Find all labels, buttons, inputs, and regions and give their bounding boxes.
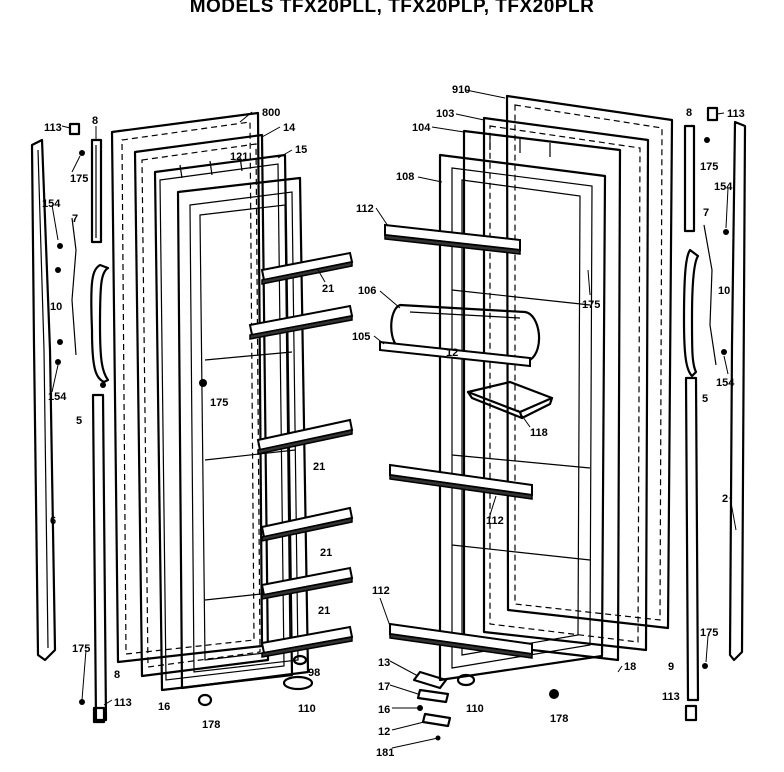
callout-175-bl: 175 (72, 643, 90, 655)
callout-14: 14 (283, 122, 296, 134)
callout-154-tr: 154 (714, 181, 733, 193)
callout-175-tl: 175 (70, 173, 88, 185)
callout-110-l: 110 (298, 703, 316, 715)
fresh-food-door-outer-panel (505, 94, 674, 630)
callout-16-m: 16 (378, 704, 390, 716)
callout-112-c: 112 (372, 585, 390, 597)
callout-12: 12 (378, 726, 390, 738)
door-trim-strip-right (728, 120, 747, 662)
callout-112-a: 112 (356, 203, 374, 215)
callout-121: 121 (230, 151, 248, 163)
door-shelf-left-6 (260, 625, 354, 658)
callout-7-r: 7 (703, 207, 709, 219)
door-stop-bar-top-left (90, 138, 103, 244)
door-shelf-left-4 (260, 506, 354, 542)
callout-12-shelf: 12 (446, 347, 458, 359)
callout-6: 6 (50, 515, 56, 527)
door-stop-bar-bottom-right (684, 376, 708, 722)
callout-154-tl: 154 (42, 198, 61, 210)
door-shelf-right-3 (389, 622, 533, 659)
callout-5-l: 5 (76, 415, 82, 427)
callout-21-b: 21 (313, 461, 325, 473)
callout-106: 106 (358, 285, 376, 297)
door-shelf-left-2 (248, 304, 354, 340)
callout-175-r: 175 (582, 299, 600, 311)
callout-13: 13 (378, 657, 390, 669)
callout-105: 105 (352, 331, 370, 343)
callout-8-tl: 8 (92, 115, 98, 127)
callout-5-r: 5 (702, 393, 708, 405)
callout-21-c: 21 (320, 547, 332, 559)
diagram-title: MODELS TFX20PLL, TFX20PLP, TFX20PLR (189, 0, 595, 17)
door-handle-right (682, 106, 729, 378)
callout-113-tr: 113 (727, 108, 745, 120)
fresh-food-door-inner-liner (438, 153, 607, 682)
callout-108: 108 (396, 171, 414, 183)
callout-154-bl: 154 (48, 391, 67, 403)
butter-tray (466, 380, 554, 420)
callout-178-r: 178 (550, 713, 568, 725)
callout-8-bl: 8 (114, 669, 120, 681)
door-shelf-left-3 (256, 418, 354, 455)
callout-175-tr: 175 (700, 161, 718, 173)
callout-800: 800 (262, 107, 280, 119)
door-shelf-left-1 (260, 251, 354, 285)
callout-2: 2 (722, 493, 728, 505)
callout-113-bl: 113 (114, 697, 132, 709)
handle-bracket-left (55, 122, 106, 724)
door-shelf-right-1 (384, 223, 521, 255)
door-stop-bar-top-right (683, 124, 696, 233)
freezer-door-liner-frame (153, 153, 294, 692)
callout-98: 98 (308, 667, 320, 679)
callout-110-r: 110 (466, 703, 484, 715)
gasket-retainer-strip (462, 129, 622, 662)
callout-154-br: 154 (716, 377, 735, 389)
callout-labels: 113 8 800 14 15 121 175 154 7 10 154 5 2… (42, 84, 745, 759)
callout-181: 181 (376, 747, 394, 759)
callout-leader-lines (51, 89, 737, 749)
callout-18: 18 (624, 661, 636, 673)
callout-178-l: 178 (202, 719, 220, 731)
door-stop-bar-bottom-left (91, 393, 108, 722)
door-trim-strip-left (30, 138, 57, 662)
callout-10-r: 10 (718, 285, 730, 297)
callout-175-br: 175 (700, 627, 718, 639)
door-handle-left (90, 263, 110, 384)
callout-113-tl: 113 (44, 122, 62, 134)
callout-16-l: 16 (158, 701, 170, 713)
callout-7-l: 7 (72, 213, 78, 225)
callout-21-a: 21 (322, 283, 334, 295)
callout-10-l: 10 (50, 301, 62, 313)
callout-112-b: 112 (486, 515, 504, 527)
door-shelf-left-5 (260, 566, 354, 600)
callout-104: 104 (412, 122, 431, 134)
callout-21-d: 21 (318, 605, 330, 617)
callout-17: 17 (378, 681, 390, 693)
callout-118: 118 (530, 427, 548, 439)
callout-175-m: 175 (210, 397, 228, 409)
callout-103: 103 (436, 108, 454, 120)
callout-8-tr: 8 (686, 107, 692, 119)
callout-15: 15 (295, 144, 307, 156)
freezer-door-gasket (133, 133, 270, 678)
callout-9-br: 9 (668, 661, 674, 673)
door-shelf-right-2 (389, 463, 533, 500)
hinge-parts-bottom-left (197, 379, 314, 707)
callout-910: 910 (452, 84, 470, 96)
dairy-door-shelf (379, 340, 531, 368)
callout-113-br: 113 (662, 691, 680, 703)
hinge-parts-bottom-center (412, 670, 559, 741)
